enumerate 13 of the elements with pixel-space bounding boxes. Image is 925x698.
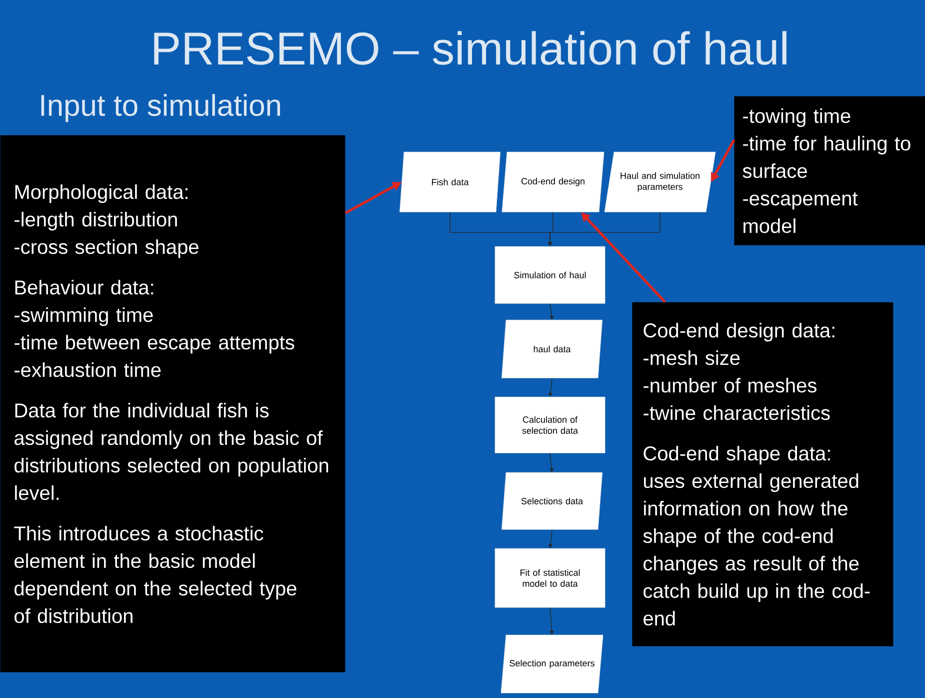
title: PRESEMO – simulation of haul <box>154 31 786 65</box>
data-parallelogram: Selection parameters <box>500 634 604 694</box>
process-box: Fit of statistical model to data <box>494 548 606 608</box>
process-box: Calculation of selection data <box>494 396 606 454</box>
data-parallelogram: Cod-end design <box>502 152 604 212</box>
process-box: Simulation of haul <box>494 246 606 304</box>
data-parallelogram: haul data <box>502 320 602 378</box>
text-panel: Cod-end design data: -mesh size -number of meshes -twine characteristics Cod-end shape data: uses external generated information on how the shape of the cod-end changes as result of the catch build up in the cod-end <box>632 302 894 646</box>
text-panel: -towing time -time for hauling to surface -escapement model <box>734 96 925 246</box>
text-panel: Morphological data: -length distribution -cross section shape Behaviour data: -swimming time -time between escape attempts -exhaustion time Data for the individual fish is assigned randomly on the basic of distributions selected on population level. This introduces a stochastic element in the basic model dependent on the selected type of distribution <box>0 135 346 672</box>
data-parallelogram: Haul and simulation parameters <box>604 152 716 212</box>
data-parallelogram: Selections data <box>502 472 602 530</box>
data-parallelogram: Fish data <box>400 152 500 212</box>
